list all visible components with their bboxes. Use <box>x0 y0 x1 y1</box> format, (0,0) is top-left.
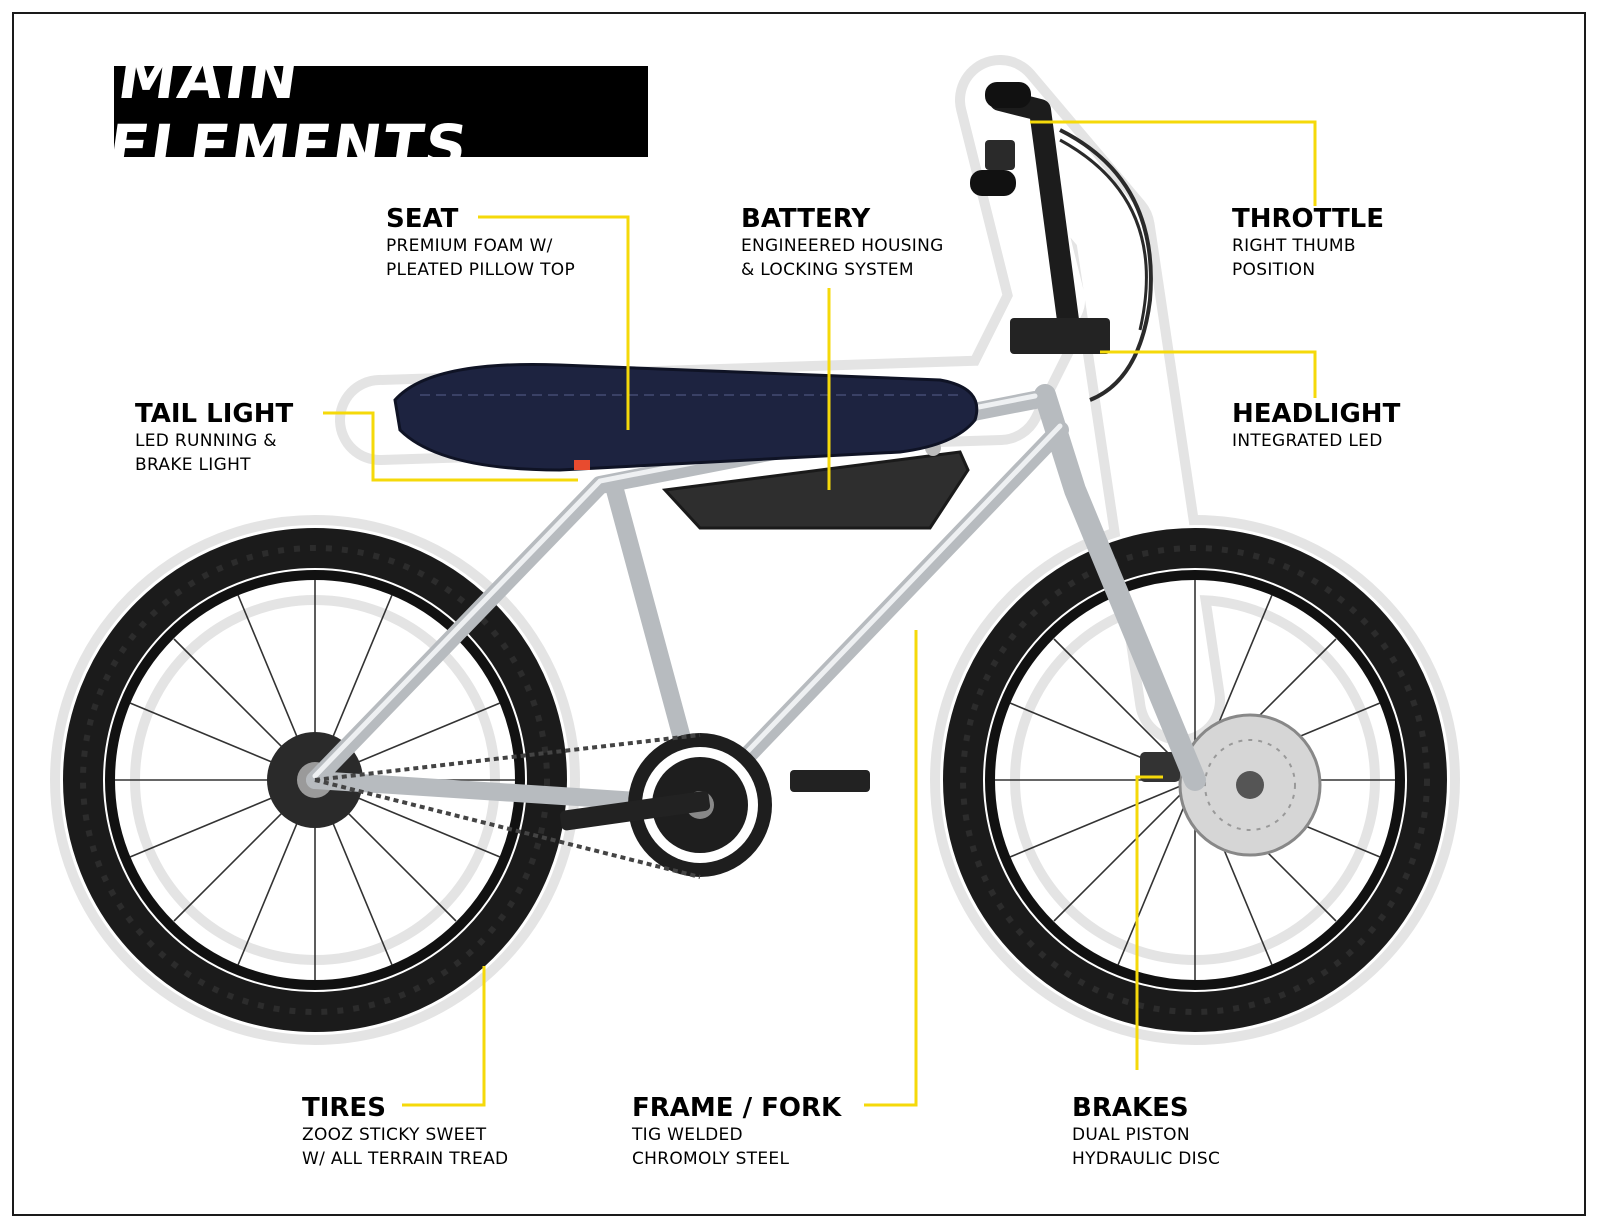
pedal <box>790 770 870 792</box>
brake-caliper <box>1140 752 1180 782</box>
throttle-desc-line1: RIGHT THUMB <box>1232 236 1356 256</box>
tail-light-leader <box>323 411 578 482</box>
headlight-callout: HEADLIGHT INTEGRATED LED <box>1232 399 1400 453</box>
tail-light-desc-line1: LED RUNNING & <box>135 431 277 451</box>
seat-leader <box>478 215 630 430</box>
tail-light <box>574 460 590 470</box>
battery-pack <box>661 450 970 530</box>
headlight-housing <box>1010 318 1110 354</box>
crank-arm <box>560 791 711 831</box>
throttle-title: THROTTLE <box>1232 204 1385 234</box>
battery-callout: BATTERY ENGINEERED HOUSING & LOCKING SYS… <box>741 204 944 282</box>
tires-desc-line1: ZOOZ STICKY SWEET <box>302 1125 487 1145</box>
frame-fork-desc-line1: TIG WELDED <box>632 1125 743 1145</box>
brakes-desc-line1: DUAL PISTON <box>1072 1125 1190 1145</box>
tail-light-title: TAIL LIGHT <box>135 399 294 429</box>
throttle-callout: THROTTLE RIGHT THUMB POSITION <box>1232 204 1384 282</box>
seat-desc-line2: PLEATED PILLOW TOP <box>386 260 576 280</box>
diagram-frame <box>12 12 1586 1216</box>
throttle-desc-line2: POSITION <box>1232 260 1316 280</box>
frame-fork-title: FRAME / FORK <box>632 1093 842 1123</box>
headlight-title: HEADLIGHT <box>1232 399 1401 429</box>
right-grip <box>985 82 1031 108</box>
throttle-control <box>985 140 1015 170</box>
brakes-desc-line2: HYDRAULIC DISC <box>1072 1149 1221 1169</box>
battery-desc-line2: & LOCKING SYSTEM <box>741 260 914 280</box>
seat-desc-line1: PREMIUM FOAM W/ <box>386 236 553 256</box>
tail-light-callout: TAIL LIGHT LED RUNNING & BRAKE LIGHT <box>135 399 293 477</box>
title-banner: MAIN ELEMENTS <box>104 44 648 180</box>
tires-leader <box>402 966 486 1107</box>
left-grip <box>970 170 1016 196</box>
frame-leader <box>864 630 918 1107</box>
throttle-leader <box>1030 120 1317 206</box>
brakes-leader <box>1135 775 1163 1070</box>
headlight-desc-line1: INTEGRATED LED <box>1232 431 1383 451</box>
tires-title: TIRES <box>302 1093 386 1123</box>
seat <box>393 362 979 472</box>
brakes-callout: BRAKES DUAL PISTON HYDRAULIC DISC <box>1072 1093 1220 1171</box>
brakes-title: BRAKES <box>1072 1093 1189 1123</box>
battery-desc-line1: ENGINEERED HOUSING <box>741 236 944 256</box>
seat-title: SEAT <box>386 204 459 234</box>
tail-light-desc-line2: BRAKE LIGHT <box>135 455 251 475</box>
leader-lines <box>323 120 1317 1107</box>
handlebar <box>970 82 1153 402</box>
headlight-leader <box>1100 350 1317 398</box>
battery-title: BATTERY <box>741 204 871 234</box>
frame-fork-desc-line2: CHROMOLY STEEL <box>632 1149 790 1169</box>
tires-desc-line2: W/ ALL TERRAIN TREAD <box>302 1149 509 1169</box>
front-wheel <box>943 528 1447 1032</box>
crankset <box>314 733 870 879</box>
frame-fork-callout: FRAME / FORK TIG WELDED CHROMOLY STEEL <box>632 1093 841 1171</box>
seat-callout: SEAT PREMIUM FOAM W/ PLEATED PILLOW TOP <box>386 204 575 282</box>
tires-callout: TIRES ZOOZ STICKY SWEET W/ ALL TERRAIN T… <box>302 1093 508 1171</box>
